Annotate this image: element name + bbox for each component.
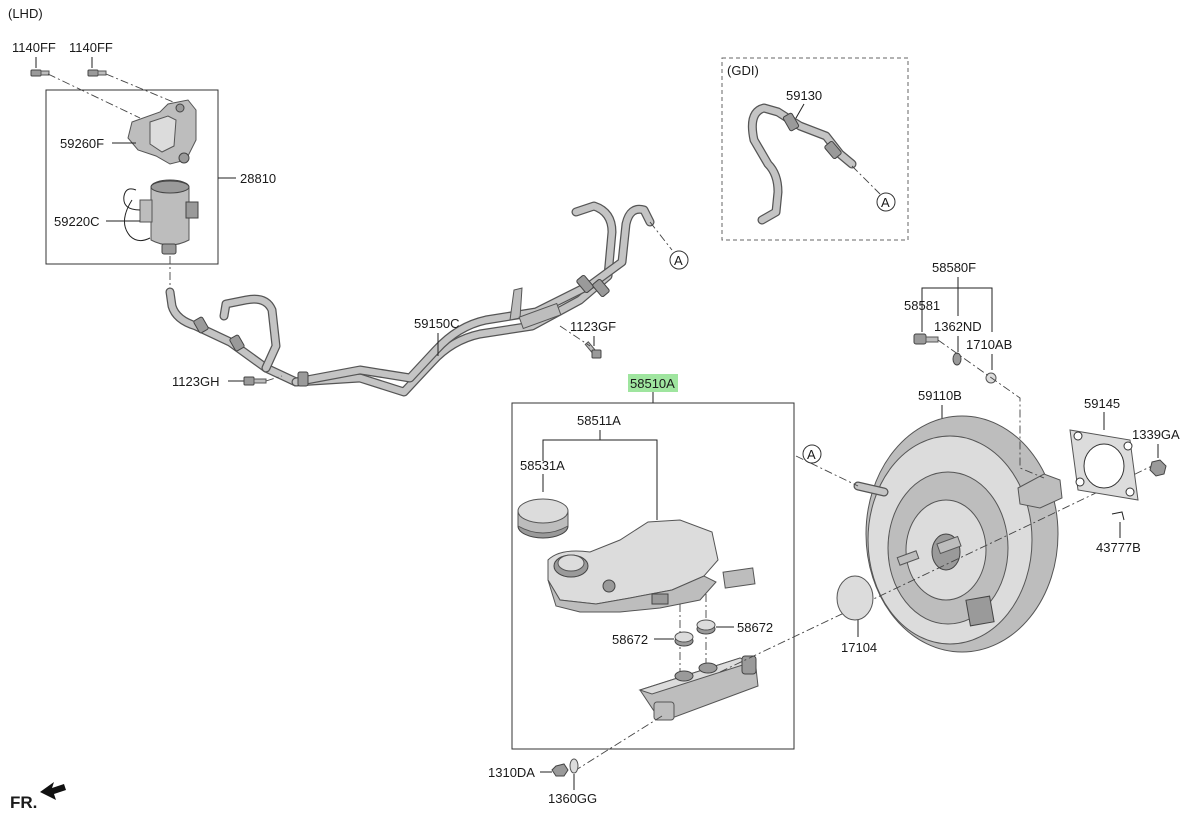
front-direction-label: FR. <box>10 793 37 812</box>
clip-43777b <box>1111 511 1125 521</box>
plate-gasket-59145 <box>1069 429 1139 501</box>
pin-58581 <box>913 333 939 345</box>
gdi-label: (GDI) <box>727 63 759 78</box>
washer-1360gg <box>569 758 579 774</box>
part-label-59110b[interactable]: 59110B <box>918 388 962 403</box>
svg-text:A: A <box>881 195 890 210</box>
part-label-58581[interactable]: 58581 <box>904 298 940 313</box>
part-label-58531a[interactable]: 58531A <box>520 458 565 473</box>
master-cylinder-box <box>511 402 795 750</box>
bolt-1140ff-left <box>30 69 50 77</box>
vacuum-pump-box <box>45 89 219 265</box>
reference-marker-a-booster: A <box>802 444 822 464</box>
part-label-28810[interactable]: 28810 <box>240 171 276 186</box>
clip-1362nd <box>952 352 962 366</box>
pump-bracket-59260f <box>127 99 197 165</box>
part-label-1123gh[interactable]: 1123GH <box>172 374 219 389</box>
part-label-58511a[interactable]: 58511A <box>577 413 621 428</box>
part-label-59260f[interactable]: 59260F <box>60 136 104 151</box>
bolt-1123gh <box>243 376 267 386</box>
bolt-1140ff-right <box>87 69 107 77</box>
reservoir-58511a <box>547 519 756 613</box>
highlight-58510a <box>628 374 678 392</box>
brake-booster-59110b <box>853 415 1063 653</box>
nut-1310da <box>551 763 569 777</box>
vacuum-pump-59220c <box>123 179 199 255</box>
part-label-59145[interactable]: 59145 <box>1084 396 1120 411</box>
part-label-1140ff-left[interactable]: 1140FF <box>12 40 56 55</box>
master-cylinder <box>638 655 759 721</box>
reservoir-cap-58531a <box>517 498 569 539</box>
part-label-58672-right[interactable]: 58672 <box>737 620 773 635</box>
reference-marker-a-hose: A <box>669 250 689 270</box>
part-label-1362nd[interactable]: 1362ND <box>934 319 982 334</box>
vacuum-hose-59150c <box>165 201 655 397</box>
part-label-1310da[interactable]: 1310DA <box>488 765 535 780</box>
front-arrow-icon <box>40 782 66 800</box>
part-label-1140ff-right[interactable]: 1140FF <box>69 40 113 55</box>
part-label-59220c[interactable]: 59220C <box>54 214 100 229</box>
reference-marker-a-gdi: A <box>876 192 896 212</box>
svg-text:A: A <box>674 253 683 268</box>
part-label-1710ab[interactable]: 1710AB <box>966 337 1012 352</box>
part-label-59150c[interactable]: 59150C <box>414 316 460 331</box>
part-label-1360gg[interactable]: 1360GG <box>548 791 597 806</box>
part-label-59130[interactable]: 59130 <box>786 88 822 103</box>
part-label-17104[interactable]: 17104 <box>841 640 877 655</box>
hose-59130 <box>747 103 857 225</box>
part-label-58510a[interactable]: 58510A <box>630 376 675 391</box>
part-label-43777b[interactable]: 43777B <box>1096 540 1141 555</box>
gasket-17104 <box>836 575 874 621</box>
nut-1339ga <box>1149 459 1167 477</box>
grommet-58672-left <box>674 631 694 647</box>
part-label-1123gf[interactable]: 1123GF <box>570 319 616 334</box>
part-label-58580f[interactable]: 58580F <box>932 260 976 275</box>
svg-text:A: A <box>807 447 816 462</box>
part-label-1339ga[interactable]: 1339GA <box>1132 427 1180 442</box>
part-label-58672-left[interactable]: 58672 <box>612 632 648 647</box>
grommet-58672-right <box>696 619 716 635</box>
variant-label: (LHD) <box>8 6 43 21</box>
gdi-box <box>721 57 909 241</box>
